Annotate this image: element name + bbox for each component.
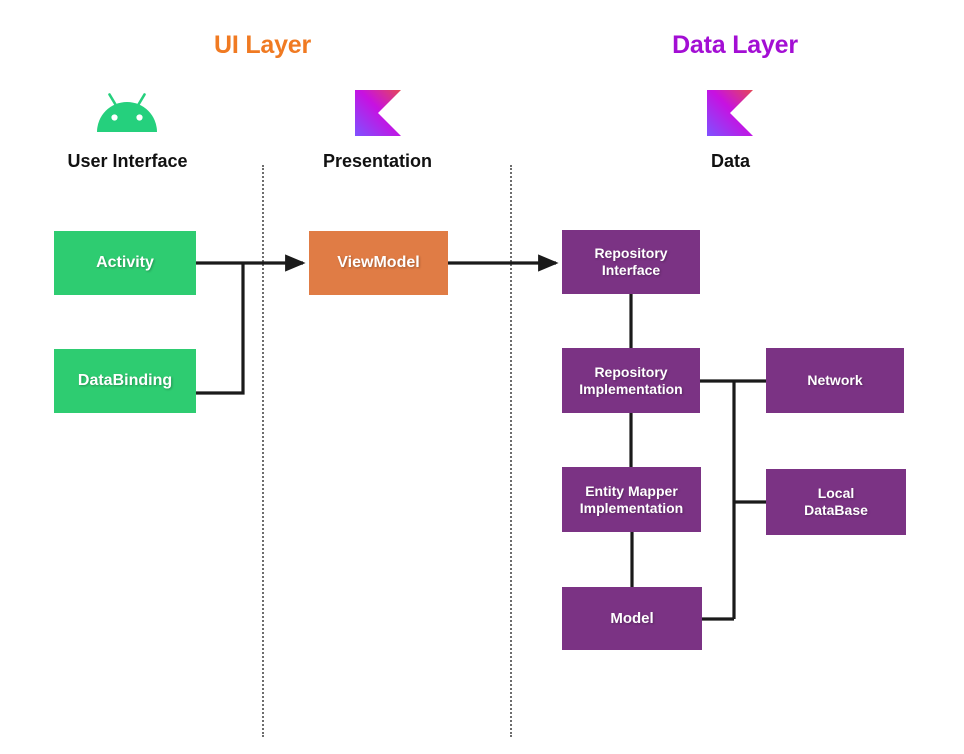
node-model[interactable]: Model — [562, 587, 702, 650]
ui-layer-title: UI Layer — [213, 31, 312, 59]
layer-divider-data — [510, 165, 512, 737]
column-caption-presentation: Presentation — [322, 151, 433, 171]
data-layer-title: Data Layer — [672, 31, 798, 59]
node-activity[interactable]: Activity — [54, 231, 196, 295]
node-viewmodel[interactable]: ViewModel — [309, 231, 448, 295]
column-caption-data: Data — [710, 151, 750, 171]
node-network[interactable]: Network — [766, 348, 904, 413]
kotlin-logo-icon — [355, 90, 401, 136]
kotlin-logo-icon — [707, 90, 753, 136]
layer-divider-ui — [262, 165, 264, 737]
column-caption-user-interface: User Interface — [67, 151, 188, 171]
node-databinding[interactable]: DataBinding — [54, 349, 196, 413]
android-logo-icon — [96, 92, 158, 132]
